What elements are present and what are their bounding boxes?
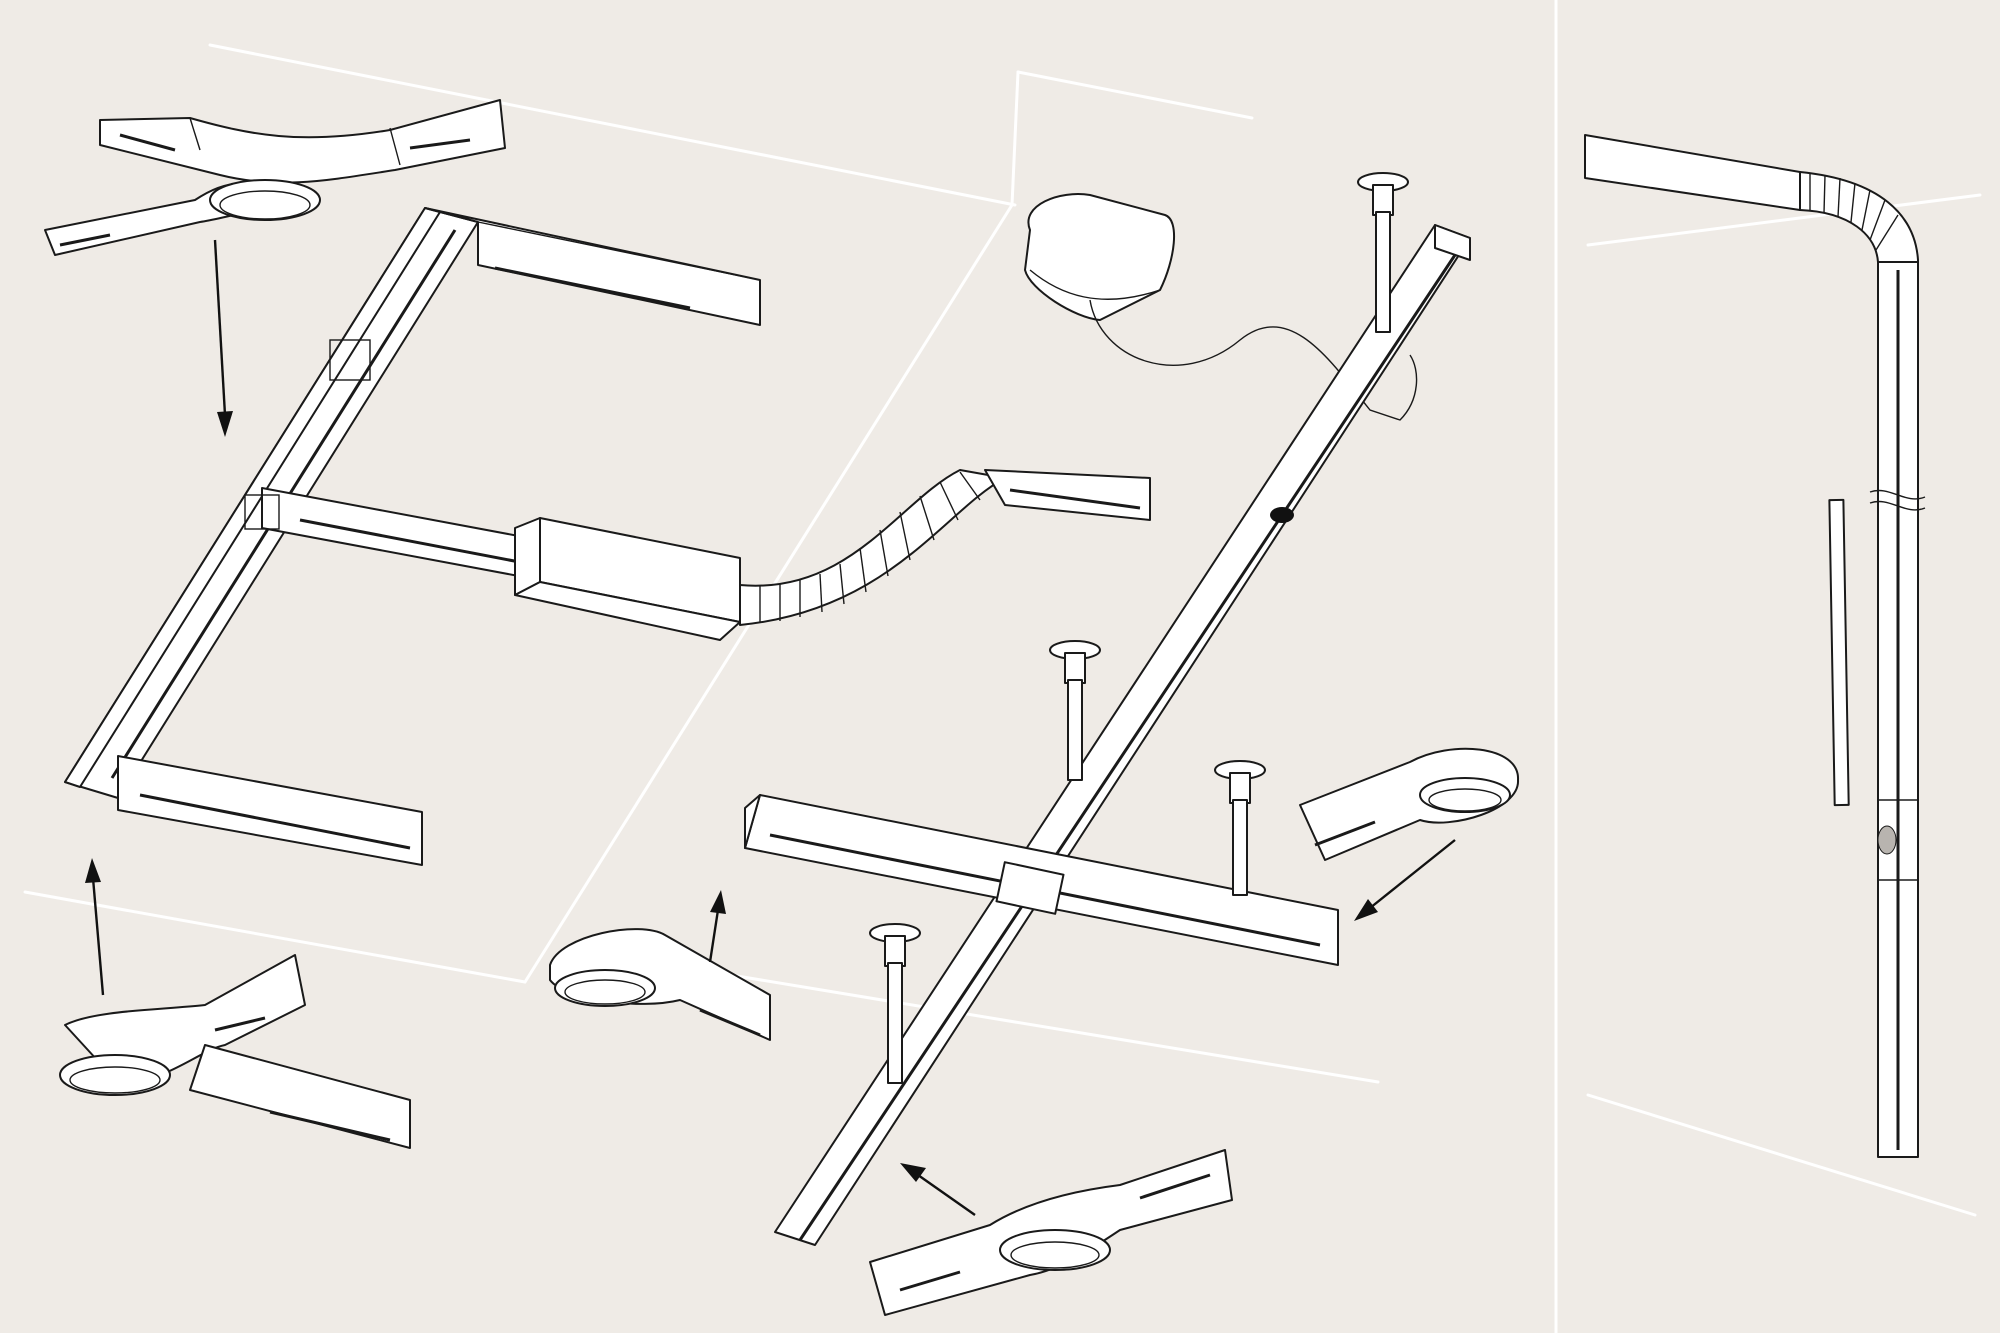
power-driver-box (1024, 193, 1418, 421)
cover-strip (1828, 498, 1850, 807)
suspension-kits (869, 172, 1409, 1084)
x-connector-with-light (44, 99, 506, 256)
arrow-down-right (1354, 839, 1456, 921)
ceiling-light-disc (999, 1229, 1111, 1271)
t-connector-with-light (59, 954, 411, 1149)
track-spine-top (64, 207, 441, 788)
wall-mounted-track (1584, 134, 1926, 1158)
x-connector-with-light-bottom (869, 1149, 1233, 1316)
end-cap-with-light-center (549, 928, 771, 1041)
ceiling-light-disc (209, 179, 321, 221)
suspended-track (744, 224, 1471, 1246)
ceiling-light-disc (554, 969, 656, 1007)
arrow-up-left (85, 858, 105, 996)
track-bottom-arm (117, 755, 423, 866)
ceiling-light-disc (1419, 777, 1511, 813)
suspension-rod (1357, 172, 1409, 333)
arrow-up-bottom (900, 1163, 976, 1216)
arrow-down-left (213, 239, 233, 437)
suspension-rod (1049, 640, 1101, 781)
suspended-track-main (774, 224, 1471, 1246)
suspension-rod (869, 923, 921, 1084)
track-middle-arm (261, 487, 541, 581)
arrow-up-center (708, 890, 726, 963)
ceiling-track-assembly (64, 207, 761, 866)
flexible-connector (739, 469, 1151, 626)
wall-ceiling-track (1584, 134, 1801, 211)
ceiling-light-disc (59, 1054, 171, 1096)
suspension-rod (1214, 760, 1266, 896)
end-cap-with-light-right (1299, 747, 1520, 861)
flex-end-track (984, 469, 1151, 521)
